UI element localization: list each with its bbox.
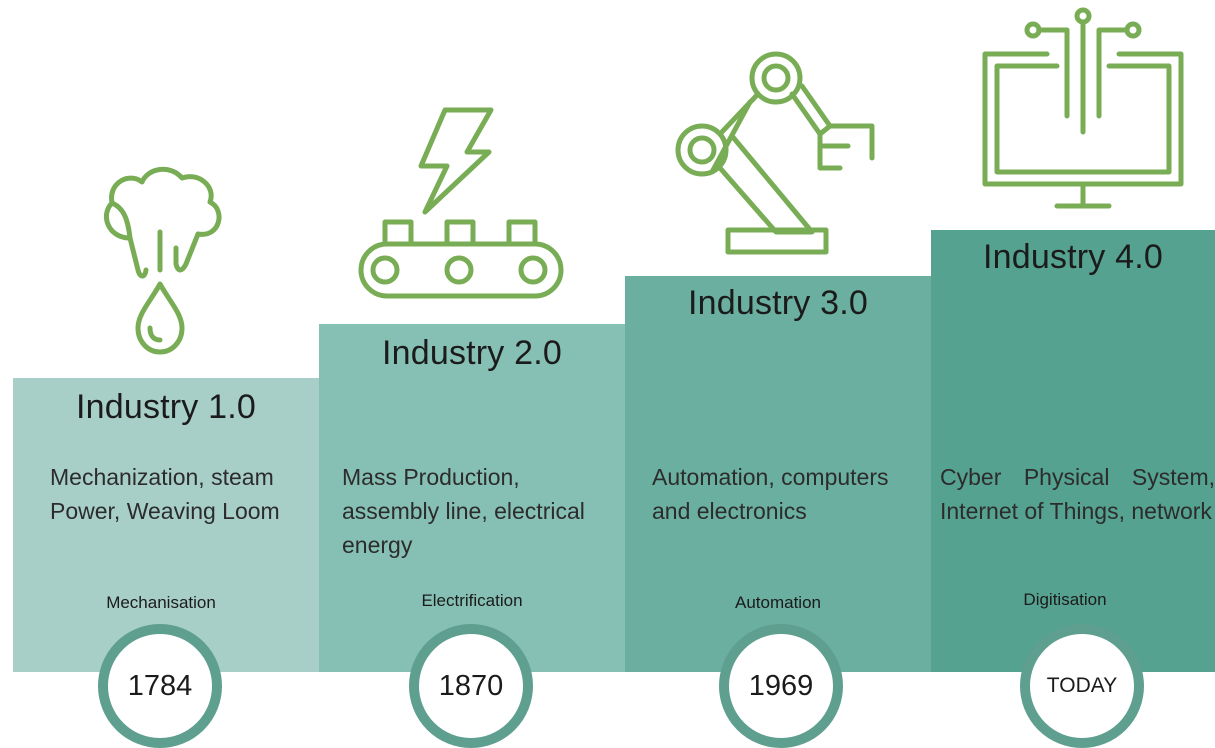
stage-description: Mechanization, steam Power, Weaving Loom [50, 464, 280, 524]
stage-era-label: Mechanisation [106, 593, 216, 612]
digital-monitor-icon [975, 6, 1190, 216]
stage-description: Mass Production, assembly line, electric… [342, 464, 585, 558]
stage-title: Industry 1.0 [75, 388, 257, 426]
robot-arm-icon [672, 50, 892, 260]
stage-era-label: Digitisation [1023, 590, 1107, 609]
stage-era-label: Electrification [421, 591, 523, 610]
stage-title: Industry 3.0 [687, 284, 869, 322]
stage-industry-3: Industry 3.0 Automation, computers and e… [625, 276, 931, 672]
stage-industry-4: Industry 4.0 Cyber Physical System, Inte… [931, 230, 1215, 672]
stage-industry-1: Industry 1.0 Mechanization, steam Power,… [13, 378, 319, 672]
year-badge-1784: 1784 [98, 624, 222, 748]
stage-description: Cyber Physical System, Internet of Thing… [940, 464, 1215, 524]
conveyor-electricity-icon [355, 104, 570, 304]
year-badge-1969: 1969 [719, 624, 843, 748]
steam-icon [90, 160, 240, 360]
year-badge-today: TODAY [1020, 624, 1144, 748]
stage-industry-2: Industry 2.0 Mass Production, assembly l… [319, 324, 625, 672]
stage-era-label: Automation [735, 593, 821, 612]
stage-title: Industry 4.0 [982, 238, 1164, 276]
stage-title: Industry 2.0 [381, 334, 563, 372]
stage-description: Automation, computers and electronics [652, 464, 889, 524]
year-badge-1870: 1870 [409, 624, 533, 748]
